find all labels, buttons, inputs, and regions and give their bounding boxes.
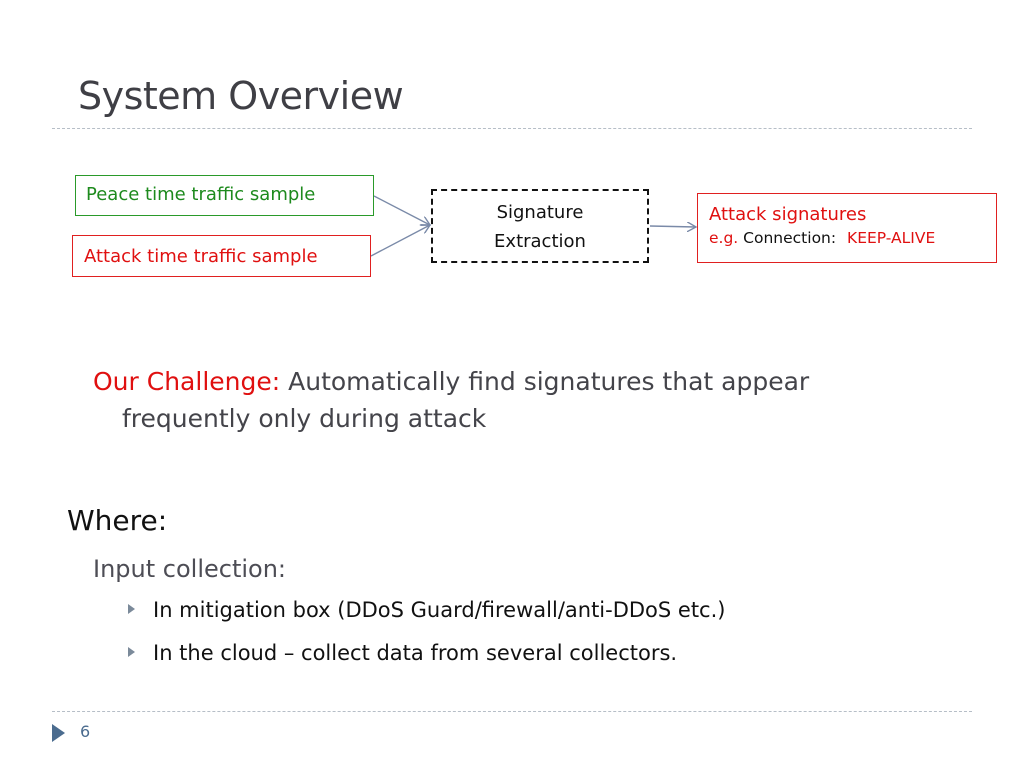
attack-signatures-title: Attack signatures (709, 204, 867, 225)
signature-extraction-box: Signature Extraction (431, 189, 649, 263)
challenge-label: Our Challenge: (93, 367, 281, 396)
bullet-item-1: In mitigation box (DDoS Guard/firewall/a… (128, 598, 725, 622)
attack-signatures-example: e.g. Connection: KEEP-ALIVE (709, 227, 996, 249)
page-number: 6 (80, 722, 91, 741)
attack-arrow (370, 225, 430, 257)
bullet-arrow-icon (128, 647, 135, 657)
attack-time-sample-box: Attack time traffic sample (72, 235, 371, 277)
bullet-text-2: In the cloud – collect data from several… (153, 641, 678, 665)
signature-extraction-line-2: Extraction (494, 231, 586, 252)
bullet-item-2: In the cloud – collect data from several… (128, 641, 677, 665)
challenge-text-1: Automatically find signatures that appea… (288, 367, 810, 396)
attack-signatures-box: Attack signatures e.g. Connection: KEEP-… (697, 193, 997, 263)
bullet-text-1: In mitigation box (DDoS Guard/firewall/a… (153, 598, 726, 622)
page-marker-icon (52, 724, 65, 742)
challenge-paragraph: Our Challenge: Automatically find signat… (93, 363, 973, 437)
input-collection-heading: Input collection: (93, 555, 287, 583)
signature-extraction-line-1: Signature (496, 202, 584, 223)
example-header-name: Connection: (743, 229, 837, 247)
eg-label: e.g. (709, 229, 739, 247)
example-header-value: KEEP-ALIVE (847, 229, 936, 247)
where-heading: Where: (67, 504, 168, 537)
footer-divider (52, 711, 972, 712)
slide-title: System Overview (78, 74, 404, 118)
peace-arrow (373, 195, 430, 225)
peace-time-sample-box: Peace time traffic sample (75, 175, 374, 216)
title-divider (52, 128, 972, 129)
bullet-arrow-icon (128, 604, 135, 614)
output-arrow (649, 226, 696, 227)
challenge-text-2: frequently only during attack (122, 404, 487, 433)
